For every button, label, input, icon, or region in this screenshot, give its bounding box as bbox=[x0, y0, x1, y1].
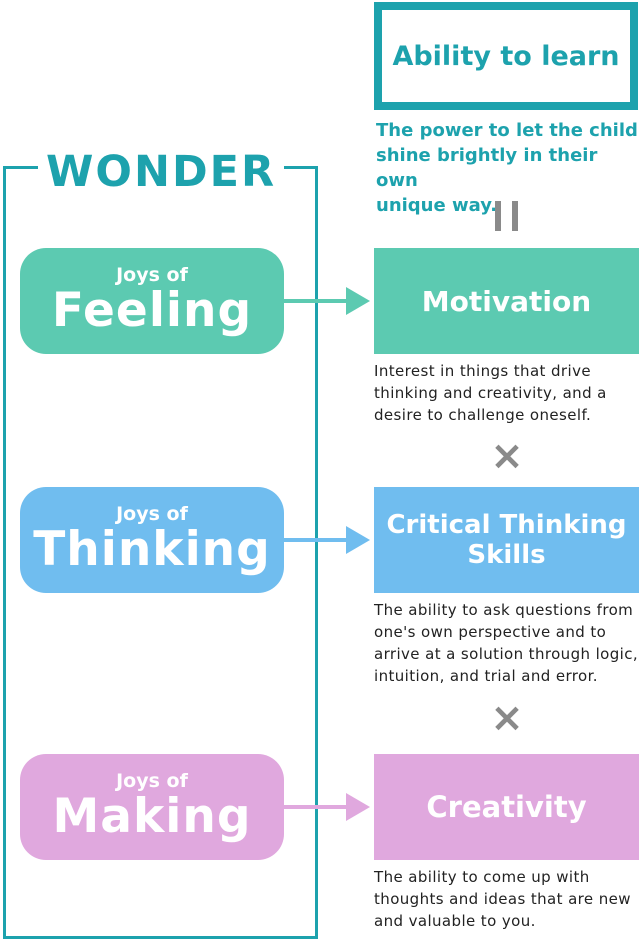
desc-line: thinking and creativity, and a bbox=[374, 384, 607, 402]
critical-thinking-title-line1: Critical Thinking bbox=[386, 510, 627, 540]
desc-line: one's own perspective and to bbox=[374, 623, 607, 641]
desc-line: arrive at a solution through logic, bbox=[374, 645, 639, 663]
arrow-right-icon bbox=[346, 287, 370, 315]
arrow-feeling-line bbox=[284, 299, 346, 303]
times-icon: × bbox=[490, 433, 524, 479]
ability-to-learn-box: Ability to learn bbox=[374, 2, 638, 110]
desc-line: The ability to come up with bbox=[374, 868, 590, 886]
joys-of-feeling-pill: Joys of Feeling bbox=[20, 248, 284, 354]
joys-of-label: Joys of bbox=[116, 503, 188, 525]
equals-icon-bar-left bbox=[495, 201, 501, 231]
desc-line: Interest in things that drive bbox=[374, 362, 591, 380]
critical-thinking-box: Critical Thinking Skills bbox=[374, 487, 639, 593]
desc-line: and valuable to you. bbox=[374, 912, 536, 930]
arrow-right-icon bbox=[346, 793, 370, 821]
ability-desc-line: The power to let the child bbox=[376, 120, 638, 141]
creativity-title: Creativity bbox=[426, 790, 587, 824]
joys-of-thinking-pill: Joys of Thinking bbox=[20, 487, 284, 593]
feeling-label: Feeling bbox=[51, 283, 253, 338]
ability-desc-line: shine brightly in their own bbox=[376, 145, 598, 191]
arrow-right-icon bbox=[346, 526, 370, 554]
creativity-box: Creativity bbox=[374, 754, 639, 860]
desc-line: desire to challenge oneself. bbox=[374, 406, 592, 424]
arrow-thinking-line bbox=[284, 538, 346, 542]
desc-line: The ability to ask questions from bbox=[374, 601, 634, 619]
ability-title: Ability to learn bbox=[392, 40, 620, 72]
critical-thinking-description: The ability to ask questions from one's … bbox=[374, 599, 640, 687]
ability-desc-line: unique way. bbox=[376, 195, 498, 216]
ability-description: The power to let the child shine brightl… bbox=[376, 118, 638, 218]
motivation-box: Motivation bbox=[374, 248, 639, 354]
motivation-description: Interest in things that drive thinking a… bbox=[374, 360, 640, 426]
joys-of-making-pill: Joys of Making bbox=[20, 754, 284, 860]
joys-of-label: Joys of bbox=[116, 264, 188, 286]
creativity-description: The ability to come up with thoughts and… bbox=[374, 866, 640, 932]
desc-line: intuition, and trial and error. bbox=[374, 667, 598, 685]
arrow-making-line bbox=[284, 805, 346, 809]
thinking-label: Thinking bbox=[33, 522, 271, 577]
equals-icon-bar-right bbox=[512, 201, 518, 231]
critical-thinking-title-line2: Skills bbox=[467, 540, 546, 570]
times-icon: × bbox=[490, 695, 524, 741]
wonder-title: WONDER bbox=[38, 146, 285, 198]
motivation-title: Motivation bbox=[421, 284, 592, 318]
joys-of-label: Joys of bbox=[116, 770, 188, 792]
desc-line: thoughts and ideas that are new bbox=[374, 890, 631, 908]
making-label: Making bbox=[52, 789, 252, 844]
